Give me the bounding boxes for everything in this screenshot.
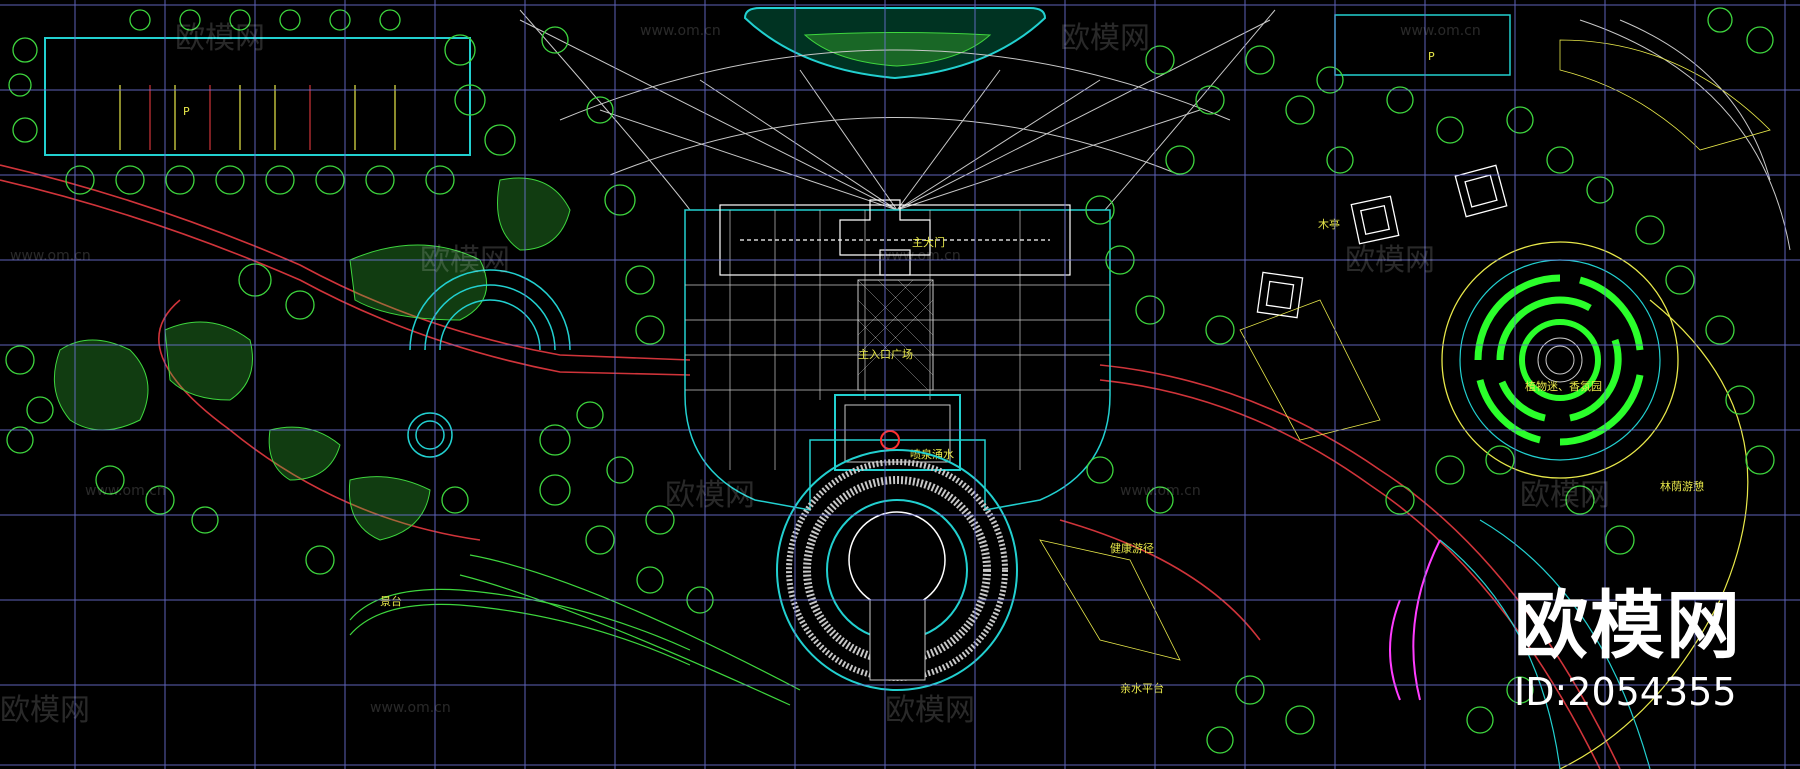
shrub-masses-left	[53, 177, 571, 541]
trees-right	[1085, 7, 1775, 754]
plant-maze	[1441, 241, 1679, 479]
watermark-logo: 欧模网	[1520, 478, 1610, 513]
terrace-label: 景台	[380, 594, 402, 608]
main-gate-structure	[719, 199, 1071, 276]
brand-stamp: 欧模网 ID:2054355	[1514, 589, 1742, 711]
top-water-ellipse	[743, 7, 1047, 80]
watermark-logo: 欧模网	[175, 21, 265, 56]
curved-band-right	[1389, 19, 1791, 769]
trees-left	[5, 9, 714, 614]
watermark-site: www.om.cn	[10, 248, 91, 264]
pavilion-label: 木亭	[1318, 217, 1340, 231]
watermark-logo: 欧模网	[1060, 21, 1150, 56]
watermark-logo: 欧模网	[885, 693, 975, 728]
semicircle-lawn-left	[407, 269, 571, 458]
watermark-logo: 欧模网	[420, 243, 510, 278]
pavilions	[1256, 164, 1508, 319]
fountain-label: 喷泉涌水	[910, 447, 954, 461]
brand-name: 欧模网	[1514, 583, 1742, 669]
brand-id: ID:2054355	[1514, 670, 1737, 714]
radial-walkways	[519, 9, 1276, 211]
path-label: 健康游径	[1110, 541, 1154, 555]
maze-label: 植物迷、香氛园	[1525, 379, 1602, 393]
watermark-site: www.om.cn	[1120, 483, 1201, 499]
parking-label-left: P	[183, 105, 190, 118]
amphitheatre	[776, 449, 1018, 691]
main-gate-label: 主大门	[912, 235, 945, 249]
watermark-logo: 欧模网	[665, 478, 755, 513]
watermark-logo: 欧模网	[0, 693, 90, 728]
watermarks: 欧模网 欧模网 欧模网 欧模网 欧模网 欧模网 欧模网 欧模网 www.om.c…	[0, 21, 1610, 728]
watermark-site: www.om.cn	[1400, 23, 1481, 39]
roads	[0, 164, 1621, 769]
grove-label: 林荫游憩	[1660, 479, 1704, 493]
parking-label-right: P	[1428, 50, 1435, 63]
watermark-site: www.om.cn	[640, 23, 721, 39]
watermark-site: www.om.cn	[370, 700, 451, 716]
waterfront-label: 亲水平台	[1120, 681, 1164, 695]
watermark-site: www.om.cn	[880, 248, 961, 264]
watermark-site: www.om.cn	[85, 483, 166, 499]
parking-lot-left	[44, 37, 471, 156]
watermark-logo: 欧模网	[1345, 243, 1435, 278]
